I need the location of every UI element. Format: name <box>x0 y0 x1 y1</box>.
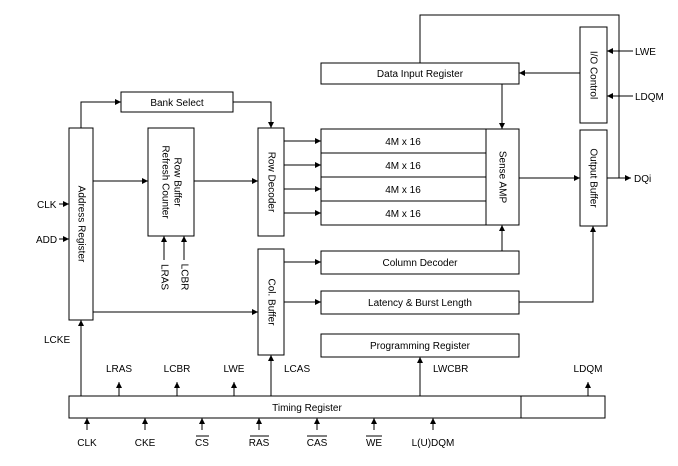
refresh-counter-label: Refresh Counter <box>160 145 171 219</box>
signal-labels: CLK ADD LCKE LRAS LCBR LRAS LCBR LWE LCA… <box>36 47 664 375</box>
sense-amp-label: Sense AMP <box>497 151 508 204</box>
timing-register-block: Timing Register <box>68 395 606 419</box>
lcbr-timing-label: LCBR <box>164 364 191 375</box>
latency-burst-label: Latency & Burst Length <box>368 298 472 309</box>
lras-row-label: LRAS <box>159 264 170 290</box>
row-buffer-label: Row Buffer <box>172 157 183 207</box>
cs-pin-label: CS <box>195 438 209 449</box>
address-register-block: Address Register <box>68 127 94 321</box>
output-buffer-label: Output Buffer <box>588 148 599 208</box>
row-decoder-block: Row Decoder <box>257 127 285 237</box>
memory-array-3-label: 4M x 16 <box>385 185 421 196</box>
memory-array-2-label: 4M x 16 <box>385 161 421 172</box>
lcbr-row-label: LCBR <box>179 264 190 291</box>
programming-register-block: Programming Register <box>320 333 520 358</box>
lcas-label: LCAS <box>284 364 310 375</box>
cke-pin-label: CKE <box>135 438 156 449</box>
clk-pin-label: CLK <box>77 438 97 449</box>
dqi-label: DQi <box>634 174 651 185</box>
ldqm-timing-label: LDQM <box>574 364 603 375</box>
memory-array-block: 4M x 16 4M x 16 4M x 16 4M x 16 Sense AM… <box>320 128 520 226</box>
bottom-inputs: CLK CKE CS RAS CAS WE L(U)DQM <box>77 435 455 449</box>
bank-select-label: Bank Select <box>150 98 204 109</box>
lwe-io-label: LWE <box>635 47 656 58</box>
column-decoder-label: Column Decoder <box>382 258 458 269</box>
clk-input-label: CLK <box>37 200 57 211</box>
connections <box>59 14 633 430</box>
column-decoder-block: Column Decoder <box>320 250 520 275</box>
add-input-label: ADD <box>36 235 57 246</box>
programming-register-label: Programming Register <box>370 341 471 352</box>
bank-select-block: Bank Select <box>120 91 234 113</box>
ras-pin-label: RAS <box>249 438 270 449</box>
row-buffer-refresh-counter-block: Row Buffer Refresh Counter <box>147 127 195 237</box>
col-buffer-block: Col. Buffer <box>257 248 285 356</box>
io-control-label: I/O Control <box>588 51 599 99</box>
data-input-register-block: Data Input Register <box>320 62 520 85</box>
latency-burst-block: Latency & Burst Length <box>320 290 520 315</box>
col-buffer-label: Col. Buffer <box>266 278 277 326</box>
output-buffer-block: Output Buffer <box>579 129 608 227</box>
address-register-label: Address Register <box>76 186 87 263</box>
row-decoder-label: Row Decoder <box>266 152 277 213</box>
lcke-label: LCKE <box>44 335 70 346</box>
cas-pin-label: CAS <box>307 438 328 449</box>
timing-register-label: Timing Register <box>272 403 342 414</box>
data-input-register-label: Data Input Register <box>377 69 464 80</box>
ldqm-io-label: LDQM <box>635 92 664 103</box>
memory-array-4-label: 4M x 16 <box>385 209 421 220</box>
io-control-block: I/O Control <box>579 26 608 124</box>
memory-array-1-label: 4M x 16 <box>385 137 421 148</box>
lras-timing-label: LRAS <box>106 364 132 375</box>
we-pin-label: WE <box>366 438 382 449</box>
ludqm-pin-label: L(U)DQM <box>412 438 455 449</box>
lwcbr-label: LWCBR <box>433 364 468 375</box>
lwe-timing-label: LWE <box>224 364 245 375</box>
